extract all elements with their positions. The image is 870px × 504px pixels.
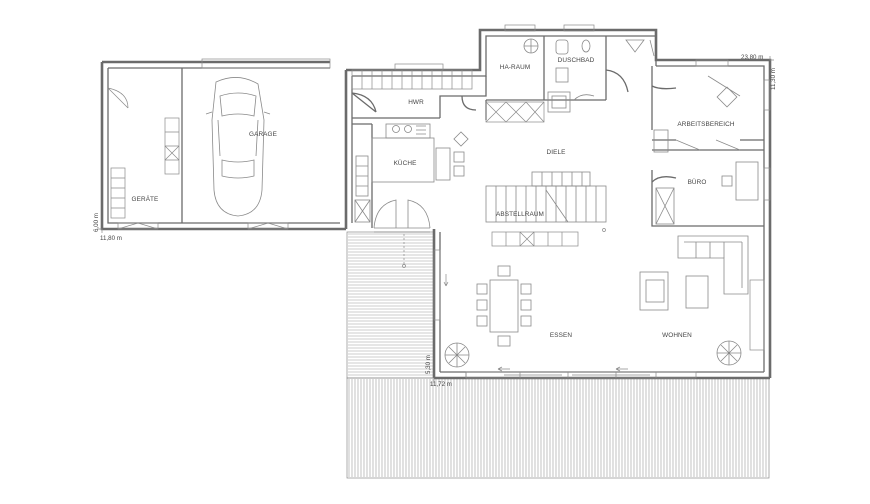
kitchen-island [435, 147, 451, 181]
plant-icon [444, 342, 470, 368]
office-fixtures [651, 75, 759, 225]
dimension-width-main: 23,80 m [741, 54, 763, 61]
room-label-ha-raum: HA-RAUM [500, 64, 531, 71]
terrace-deck-steps [348, 233, 433, 376]
terrace-deck-lower [348, 379, 767, 477]
dimension-garage-depth: 6,00 m [93, 213, 100, 232]
room-label-hwr: HWR [408, 99, 424, 106]
room-label-essen: ESSEN [550, 332, 572, 339]
plant-icon [716, 340, 742, 366]
interior-walls [351, 35, 764, 228]
diele-cabinet [485, 101, 545, 123]
room-label-garage: GARAGE [249, 131, 277, 138]
car-icon [205, 77, 271, 217]
room-label-arbeitsbereich: ARBEITSBEREICH [677, 121, 734, 128]
dimension-terrace-width: 11,72 m [430, 381, 452, 388]
garage-walls [100, 58, 346, 231]
room-label-buero: BÜRO [688, 178, 707, 186]
sliding-door-arrow-icon [615, 366, 628, 372]
room-label-duschbad: DUSCHBAD [558, 57, 595, 64]
house-walls [344, 24, 772, 380]
dimension-depth-main: 11,30 m [770, 68, 777, 90]
dim-tick [97, 228, 103, 233]
bath-fixtures [523, 38, 655, 113]
dining-table [476, 265, 532, 347]
diele-sideboard [491, 231, 579, 247]
room-label-kueche: KÜCHE [394, 159, 417, 167]
garage-window [201, 58, 331, 69]
room-label-geraete: GERÄTE [132, 195, 159, 203]
coffee-table [685, 275, 709, 309]
dim-tick [430, 377, 435, 382]
terrace-steps-outline [346, 231, 435, 379]
buero-desk [735, 161, 759, 201]
dimension-garage-width: 11,80 m [100, 235, 122, 242]
room-label-diele: DIELE [547, 149, 566, 156]
toilet-icon [555, 39, 569, 55]
kitchen-fixtures [354, 123, 469, 233]
room-label-wohnen: WOHNEN [662, 332, 692, 339]
staircase [485, 171, 607, 247]
door-arrow-icon [443, 274, 449, 287]
dim-tick [769, 56, 774, 61]
sliding-door-arrow-icon [497, 366, 510, 372]
dimension-terrace-depth: 5,30 m [425, 355, 432, 374]
room-label-abstellraum: ABSTELLRAUM [496, 211, 544, 218]
living-sofa [639, 235, 749, 311]
shower-icon [625, 39, 645, 53]
